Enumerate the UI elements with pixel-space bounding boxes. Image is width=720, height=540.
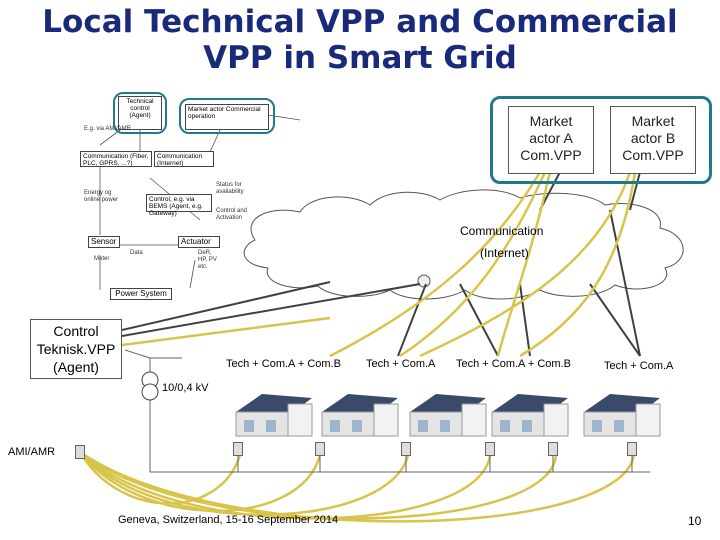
schematic-sensor-box: Sensor — [88, 236, 120, 248]
market-actor-b-box: Market actor B Com.VPP — [610, 106, 696, 174]
market-schematic-highlight — [179, 98, 275, 134]
schematic-meter-text: Meter — [94, 256, 110, 262]
page-number: 10 — [688, 514, 702, 528]
market-a-line2: actor A — [529, 130, 573, 146]
meter-icon-1 — [233, 442, 243, 456]
house-label-2: Tech + Com.A — [366, 358, 436, 370]
schematic-control-box: Control, e.g. via BEMS (Agent, e.g. Gate… — [146, 194, 212, 217]
control-line3: (Agent) — [53, 359, 99, 375]
schematic-actuator-detail: DeR, HP, PV etc. — [198, 250, 217, 270]
technical-highlight — [113, 92, 167, 134]
market-a-line1: Market — [529, 113, 573, 129]
meter-icon-2 — [315, 442, 325, 456]
market-actors-highlight — [490, 96, 712, 184]
transformer-label: 10/0,4 kV — [162, 382, 209, 394]
schematic-comm1-box: Communication (Fiber, PLC, GPRS, ...?) — [80, 151, 152, 167]
meter-icon-6 — [627, 442, 637, 456]
schematic-power-box: Power System — [110, 288, 172, 300]
schematic-market-box: Market actor Commercial operation — [185, 104, 269, 130]
house-3-image — [409, 394, 487, 437]
schematic-energy-text: Energy og online power — [84, 190, 119, 203]
market-b-line3: Com.VPP — [622, 147, 684, 163]
schematic-actuator-box: Actuator — [178, 236, 220, 248]
schematic-comm2-box: Communication (Internet) — [154, 151, 214, 167]
house-label-3: Tech + Com.A + Com.B — [456, 358, 571, 370]
footer-text: Geneva, Switzerland, 15-16 September 201… — [118, 514, 339, 526]
house-1-image — [235, 394, 313, 437]
schematic-activation-text: Control and Activation — [216, 208, 248, 221]
schematic-data-text: Data — [130, 250, 143, 256]
ami-amr-label: AMI/AMR — [8, 446, 56, 458]
control-technical-vpp-box: Control Teknisk.VPP (Agent) — [30, 319, 122, 379]
house-label-1: Tech + Com.A + Com.B — [226, 358, 341, 370]
meter-icon-4 — [485, 442, 495, 456]
house-5-image — [583, 394, 661, 437]
title-line-2: VPP in Smart Grid — [203, 40, 517, 76]
house-label-4: Tech + Com.A — [604, 360, 674, 372]
control-line2: Teknisk.VPP — [36, 341, 116, 357]
meter-icon-3 — [401, 442, 411, 456]
cloud-label-line1: Communication — [460, 224, 544, 238]
market-actor-a-box: Market actor A Com.VPP — [508, 106, 594, 174]
schematic-eg-text: E.g. via AMI/AMR — [84, 126, 132, 132]
market-b-line1: Market — [631, 113, 675, 129]
control-line1: Control — [53, 323, 99, 339]
cloud-label-line2: (Internet) — [480, 246, 529, 260]
slide-title: Local Technical VPP and Commercial VPP i… — [0, 4, 720, 76]
ami-meter-icon — [75, 445, 85, 459]
schematic-status-text: Status for availability — [216, 182, 244, 195]
house-4-image — [491, 394, 569, 437]
market-b-line2: actor B — [630, 130, 676, 146]
transformer-coil-2 — [141, 383, 159, 401]
meter-icon-5 — [548, 442, 558, 456]
house-2-image — [321, 394, 399, 437]
schematic-technical-box: Technical control (Agent) — [118, 96, 162, 130]
market-a-line3: Com.VPP — [520, 147, 582, 163]
title-line-1: Local Technical VPP and Commercial — [42, 4, 678, 40]
